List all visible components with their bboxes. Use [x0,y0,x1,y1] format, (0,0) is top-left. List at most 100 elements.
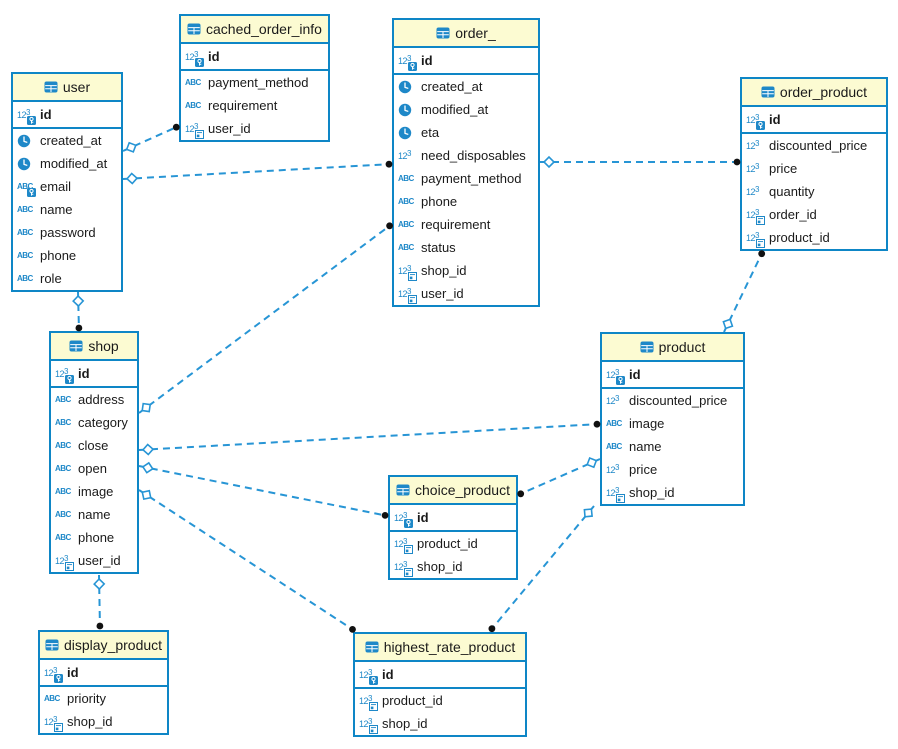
entity-header[interactable]: shop [51,333,137,361]
text-column-icon: ABC [17,204,33,214]
column-label: id [67,665,79,680]
text-column-icon: ABC [17,227,33,237]
relation-shop-user-user_id[interactable] [72,291,85,332]
entity-header[interactable]: cached_order_info [181,16,328,44]
column-created_at[interactable]: created_at [13,129,121,152]
entity-header[interactable]: user [13,74,121,102]
relation-order_product-order_-order_id[interactable] [540,155,741,169]
text-column-icon: ABC [55,394,71,404]
relation-display_product-shop-shop_id[interactable] [93,574,106,630]
column-label: name [629,439,662,454]
entity-header[interactable]: display_product [40,632,167,660]
numeric-column-icon: 123 [746,139,759,151]
relation-choice_product-shop-shop_id[interactable] [138,461,389,519]
column-label: payment_method [421,171,522,186]
column-label: shop_id [67,714,113,729]
relation-order_product-product-product_id[interactable] [722,250,766,333]
column-modified_at[interactable]: modified_at [394,98,538,121]
column-created_at[interactable]: created_at [394,75,538,98]
column-label: modified_at [421,102,489,117]
relation-order_-user-user_id[interactable] [122,160,393,185]
numeric-fk-icon: 123 [394,535,415,554]
column-eta[interactable]: eta [394,121,538,144]
column-password[interactable]: ABC password [13,221,121,244]
column-label: password [40,225,96,240]
relation-highest_rate_product-shop-shop_id[interactable] [138,489,356,633]
column-label: id [382,667,394,682]
relation-order_-shop-shop_id[interactable] [138,222,393,414]
relation-product-shop-shop_id[interactable] [138,420,601,456]
entity-header[interactable]: order_product [742,79,886,107]
entity-title: shop [88,338,119,354]
column-payment_method[interactable]: ABC payment_method [394,167,538,190]
table-icon [365,641,379,653]
entity-header[interactable]: product [602,334,743,362]
relation-choice_product-product-product_id[interactable] [517,456,601,498]
entity-title: order_ [455,25,496,41]
entity-header[interactable]: choice_product [390,477,516,505]
datetime-column-icon [17,155,38,172]
text-column-icon: ABC [398,173,414,183]
column-modified_at[interactable]: modified_at [13,152,121,175]
text-column-icon: ABC [55,463,71,473]
entity-header[interactable]: highest_rate_product [355,634,525,662]
relation-cached_order_info-user-user_id[interactable] [122,123,180,153]
entity-header[interactable]: order_ [394,20,538,48]
